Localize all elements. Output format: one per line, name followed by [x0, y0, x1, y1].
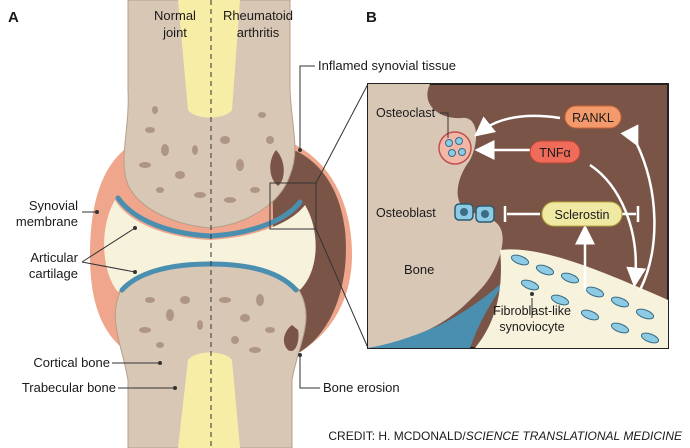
signal-arrows — [474, 114, 656, 291]
label-trabecular-bone: Trabecular bone — [22, 380, 116, 395]
sclerostin-pill — [541, 201, 623, 227]
rankl-text: RANKL — [572, 111, 614, 125]
credit-line: CREDIT: H. MCDONALD/SCIENCE TRANSLATIONA… — [328, 429, 683, 443]
credit-journal: SCIENCE TRANSLATIONAL MEDICINE — [466, 429, 683, 443]
label-osteoclast: Osteoclast — [376, 106, 436, 120]
rankl-pill — [564, 105, 622, 129]
panel-label-a: A — [8, 9, 19, 26]
header-ra-line2: arthritis — [237, 25, 280, 40]
credit-prefix: CREDIT: H. MCDONALD/ — [328, 429, 466, 443]
label-cortical-bone: Cortical bone — [33, 355, 110, 370]
upper-cartilage — [115, 195, 303, 239]
tnfa-text: TNFα — [539, 146, 571, 160]
osteoblast-cells — [454, 203, 495, 223]
tnfa-pill — [529, 140, 581, 164]
bone-erosion-upper — [270, 150, 284, 186]
header-normal-line1: Normal — [154, 8, 196, 23]
upper-bone — [123, 0, 296, 229]
label-osteoblast: Osteoblast — [376, 206, 436, 220]
inset-source-box — [269, 182, 317, 230]
label-articular-cartilage-2: cartilage — [29, 266, 78, 281]
inset-cartilage — [368, 275, 510, 348]
label-synovial-membrane-2: membrane — [16, 214, 78, 229]
sclerostin-text: Sclerostin — [555, 208, 610, 222]
label-synovial-membrane-1: Synovial — [29, 198, 78, 213]
lower-cartilage — [119, 261, 299, 293]
lower-marrow — [178, 352, 240, 448]
inset-panel — [367, 83, 669, 349]
label-bone-erosion: Bone erosion — [323, 380, 400, 395]
header-ra-line1: Rheumatoid — [223, 8, 293, 23]
synoviocyte-cells — [510, 254, 660, 344]
bone-erosion-lower — [283, 325, 299, 351]
label-bone: Bone — [404, 262, 434, 277]
label-fibroblast-1: Fibroblast-like — [493, 304, 571, 318]
label-fibroblast-2: synoviocyte — [499, 320, 564, 334]
header-normal-line2: joint — [162, 25, 187, 40]
osteoclast-cell — [438, 131, 472, 165]
label-articular-cartilage-1: Articular — [30, 250, 78, 265]
label-inflamed-synovial-tissue: Inflamed synovial tissue — [318, 58, 456, 73]
upper-marrow — [178, 0, 240, 118]
trabecular-pattern — [139, 106, 275, 353]
panel-label-b: B — [366, 9, 377, 26]
